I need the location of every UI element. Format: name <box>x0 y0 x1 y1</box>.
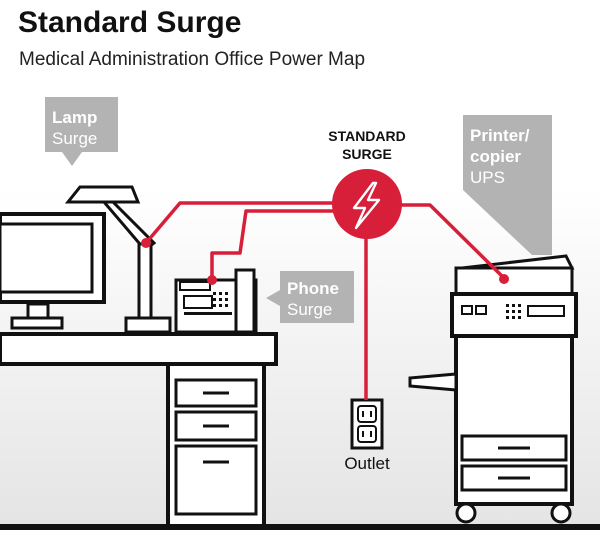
power-cables <box>144 201 508 400</box>
lamp-protection-label: Surge <box>52 129 97 148</box>
printer-copier <box>408 254 578 524</box>
hub-label-line1: STANDARD <box>328 128 406 144</box>
floor-line <box>0 524 600 530</box>
lamp-label: Lamp <box>52 108 97 127</box>
page-title: Standard Surge <box>18 6 242 39</box>
printer-connection-dot <box>499 274 509 284</box>
phone-label: Phone <box>287 279 339 298</box>
printer-label-line1: Printer/ <box>470 126 530 145</box>
hub-label-line2: SURGE <box>342 146 392 162</box>
outlet-label: Outlet <box>344 454 390 473</box>
wall-outlet <box>350 398 384 450</box>
phone-connection-dot <box>207 275 217 285</box>
desk <box>0 332 278 528</box>
printer-label-line2: copier <box>470 147 521 166</box>
surge-protector-hub <box>332 169 402 239</box>
phone-label-tag: Phone Surge <box>266 271 354 323</box>
lamp-label-tag: Lamp Surge <box>45 97 118 166</box>
page-subtitle: Medical Administration Office Power Map <box>19 49 366 70</box>
printer-protection-label: UPS <box>470 168 505 187</box>
computer-monitor <box>0 212 106 330</box>
desk-phone <box>174 268 258 334</box>
printer-label-tag: Printer/ copier UPS <box>463 115 552 255</box>
desk-lamp <box>64 185 172 334</box>
phone-protection-label: Surge <box>287 300 332 319</box>
lightning-bolt-icon <box>352 181 381 230</box>
lamp-connection-dot <box>141 238 151 248</box>
